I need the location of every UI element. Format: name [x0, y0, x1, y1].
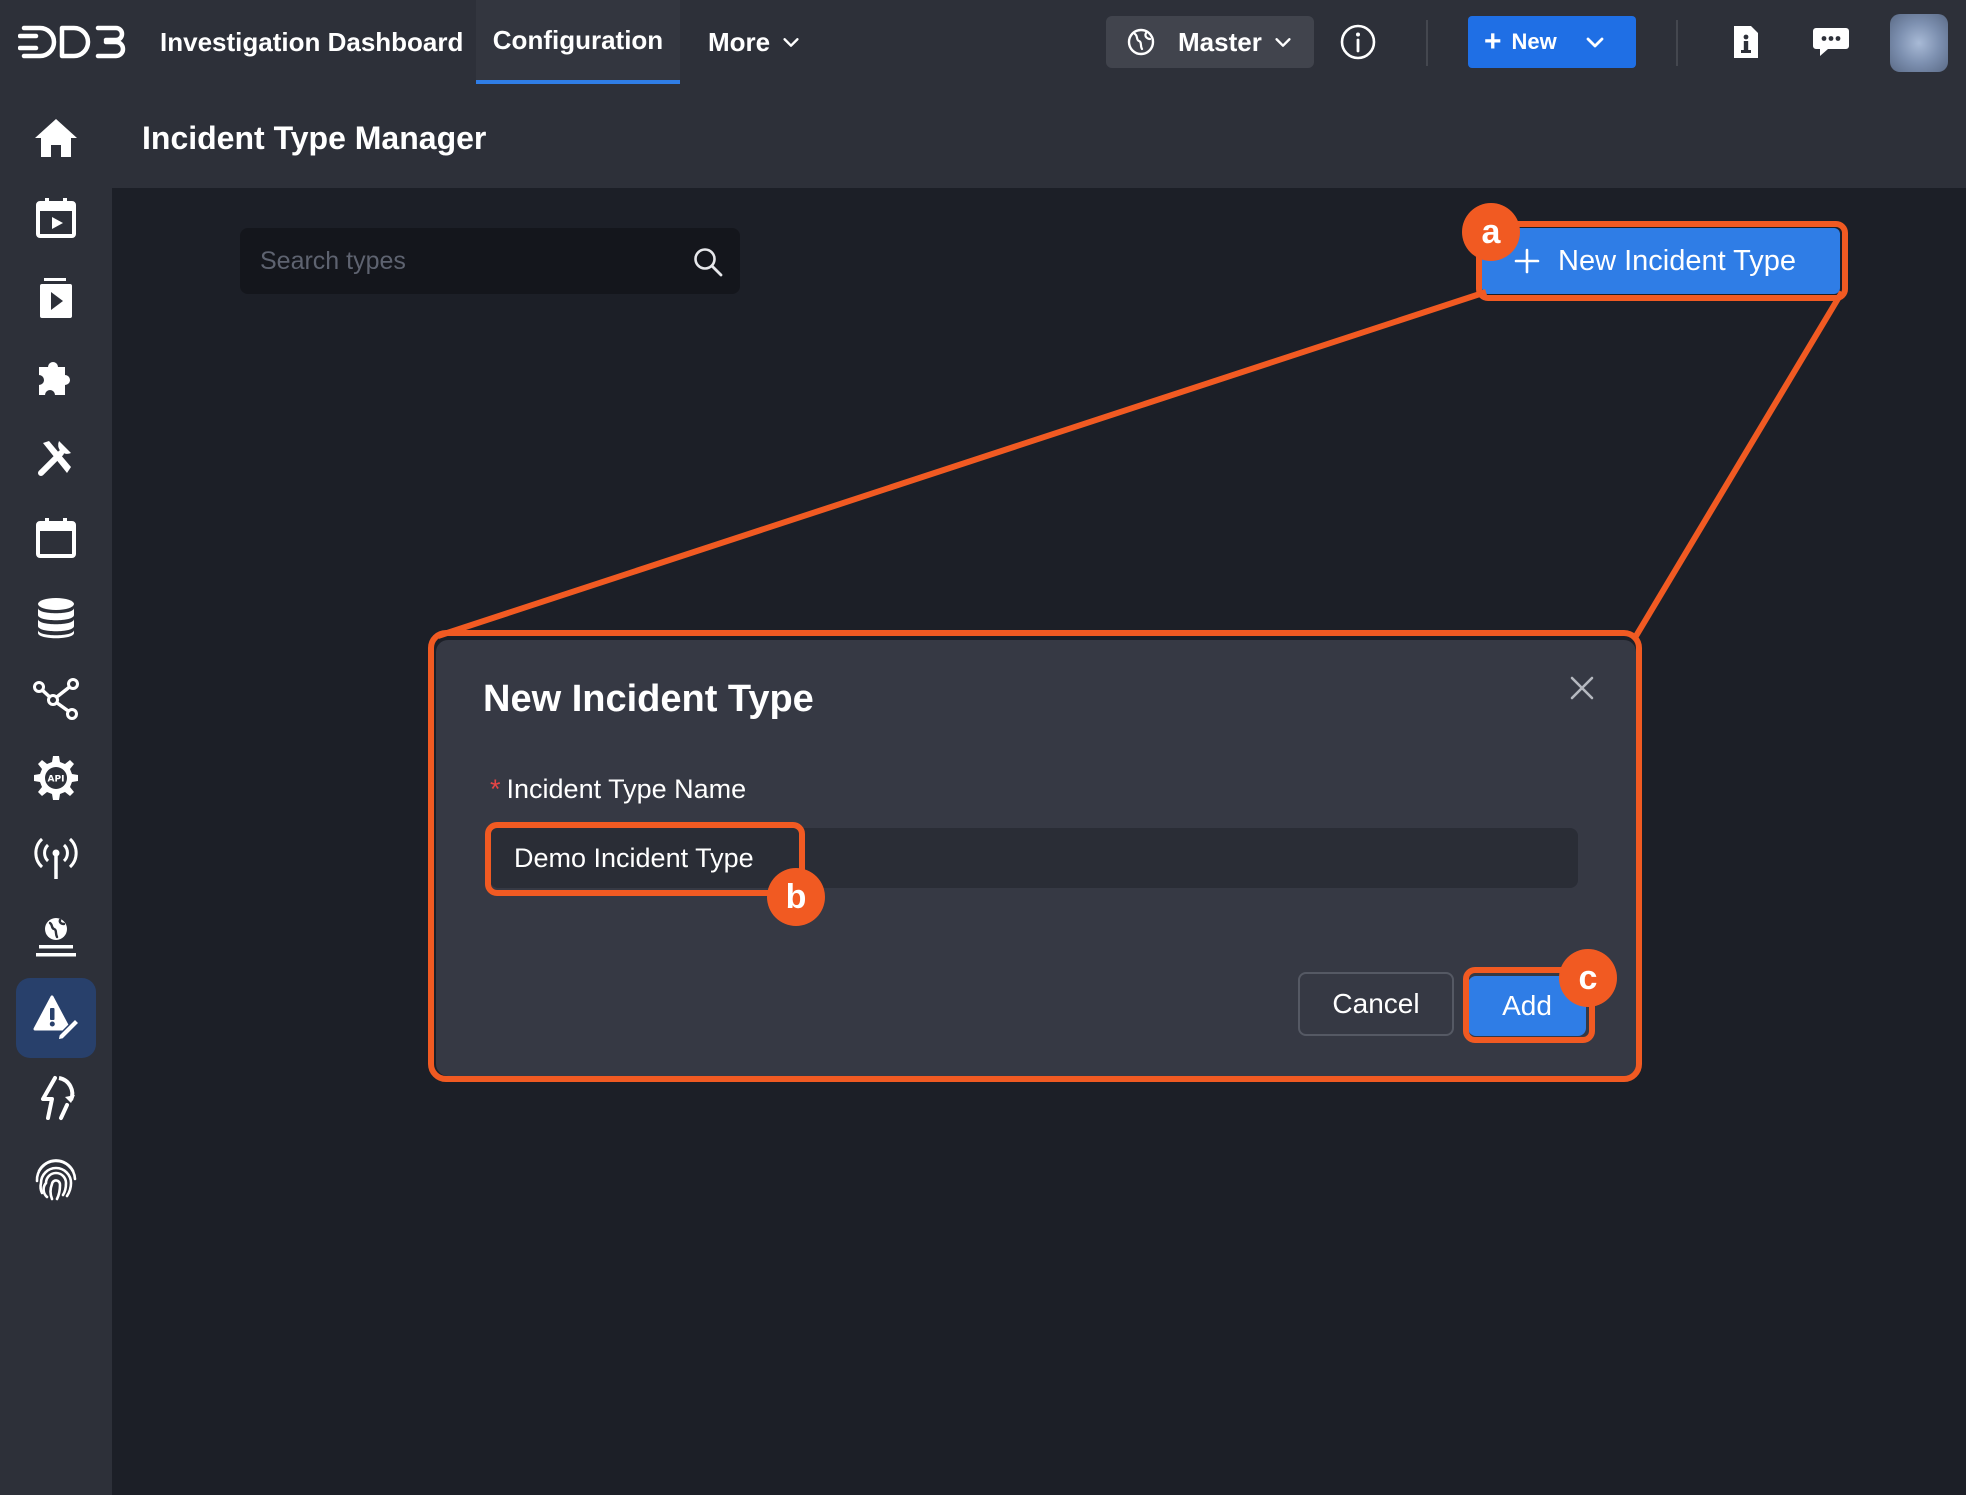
sidebar-item-connections[interactable]	[16, 658, 96, 738]
sidebar-item-data[interactable]	[16, 578, 96, 658]
new-button-label: New	[1511, 29, 1557, 54]
automation-icon	[41, 1076, 75, 1120]
nav-investigation-dashboard[interactable]: Investigation Dashboard	[160, 0, 463, 84]
incident-type-name-label: *Incident Type Name	[490, 774, 746, 805]
tools-icon	[38, 441, 71, 476]
incident-type-name-input[interactable]	[490, 828, 1578, 888]
plus-icon: +	[1484, 25, 1502, 58]
sidebar-item-incident-types[interactable]	[16, 978, 96, 1058]
playbook-icon	[40, 278, 72, 318]
dialog-title: New Incident Type	[483, 678, 814, 720]
sidebar-item-api[interactable]: API	[16, 738, 96, 818]
search-icon[interactable]	[692, 246, 724, 278]
new-incident-type-button[interactable]: New Incident Type	[1482, 228, 1840, 294]
annotation-badge-a: a	[1462, 203, 1520, 261]
workspace-label: Master	[1178, 26, 1262, 57]
sidebar-item-web[interactable]	[16, 898, 96, 978]
sidebar-item-home[interactable]	[16, 98, 96, 178]
chevron-down-icon	[1275, 38, 1291, 47]
web-globe-icon	[36, 918, 76, 957]
nav-more-label: More	[708, 26, 771, 57]
toolbar-divider	[1426, 20, 1428, 66]
fingerprint-icon	[35, 1159, 77, 1201]
nav-more[interactable]: More	[708, 0, 802, 84]
broadcast-icon	[34, 837, 78, 879]
sidebar-item-schedule[interactable]	[16, 498, 96, 578]
svg-text:API: API	[48, 775, 65, 785]
incident-type-icon	[33, 995, 81, 1041]
chevron-down-icon[interactable]	[1583, 30, 1607, 54]
sidebar-item-utilities[interactable]	[16, 418, 96, 498]
globe-icon	[1127, 28, 1155, 56]
event-calendar-icon	[36, 198, 76, 238]
sidebar: API	[0, 84, 112, 1495]
document-info-icon	[1734, 26, 1758, 58]
nav-configuration-label: Configuration	[492, 24, 664, 55]
user-avatar[interactable]	[1890, 14, 1948, 72]
toolbar-divider	[1676, 20, 1678, 66]
chat-bubble-icon	[1813, 28, 1849, 56]
sidebar-item-identity[interactable]	[16, 1138, 96, 1218]
close-icon[interactable]	[1564, 670, 1600, 706]
d3-logo[interactable]	[17, 22, 130, 62]
chevron-down-icon	[783, 38, 799, 47]
nav-configuration[interactable]: Configuration	[476, 0, 680, 84]
new-incident-type-label: New Incident Type	[1558, 244, 1797, 277]
sidebar-item-events[interactable]	[16, 178, 96, 258]
sidebar-item-automation[interactable]	[16, 1058, 96, 1138]
sidebar-item-playbooks[interactable]	[16, 258, 96, 338]
sidebar-item-broadcast[interactable]	[16, 818, 96, 898]
info-button[interactable]	[1336, 20, 1380, 64]
new-button[interactable]: + New	[1468, 16, 1636, 68]
page-title: Incident Type Manager	[142, 120, 487, 156]
nav-investigation-dashboard-label: Investigation Dashboard	[160, 26, 464, 57]
integrations-icon	[39, 362, 70, 395]
search-box	[240, 228, 740, 294]
top-navigation-bar: Investigation Dashboard Configuration Mo…	[0, 0, 1966, 84]
chat-button[interactable]	[1810, 22, 1852, 62]
home-icon	[35, 119, 77, 157]
new-incident-type-dialog: New Incident Type *Incident Type Name Ca…	[436, 640, 1636, 1076]
cancel-button[interactable]: Cancel	[1298, 972, 1454, 1036]
incident-type-name-label-text: Incident Type Name	[506, 774, 747, 804]
documentation-button[interactable]	[1726, 22, 1766, 62]
required-marker: *	[490, 774, 501, 804]
search-input[interactable]	[240, 228, 680, 294]
page-header: Incident Type Manager	[112, 84, 1966, 188]
info-circle-icon	[1340, 24, 1376, 60]
workspace-selector[interactable]: Master	[1106, 16, 1314, 68]
annotation-badge-b: b	[767, 868, 825, 926]
share-nodes-icon	[33, 678, 79, 720]
plus-icon	[1514, 248, 1540, 274]
database-icon	[38, 598, 74, 639]
api-gear-icon: API	[34, 756, 78, 800]
annotation-badge-c: c	[1559, 949, 1617, 1007]
sidebar-item-integrations[interactable]	[16, 338, 96, 418]
calendar-icon	[36, 518, 76, 558]
